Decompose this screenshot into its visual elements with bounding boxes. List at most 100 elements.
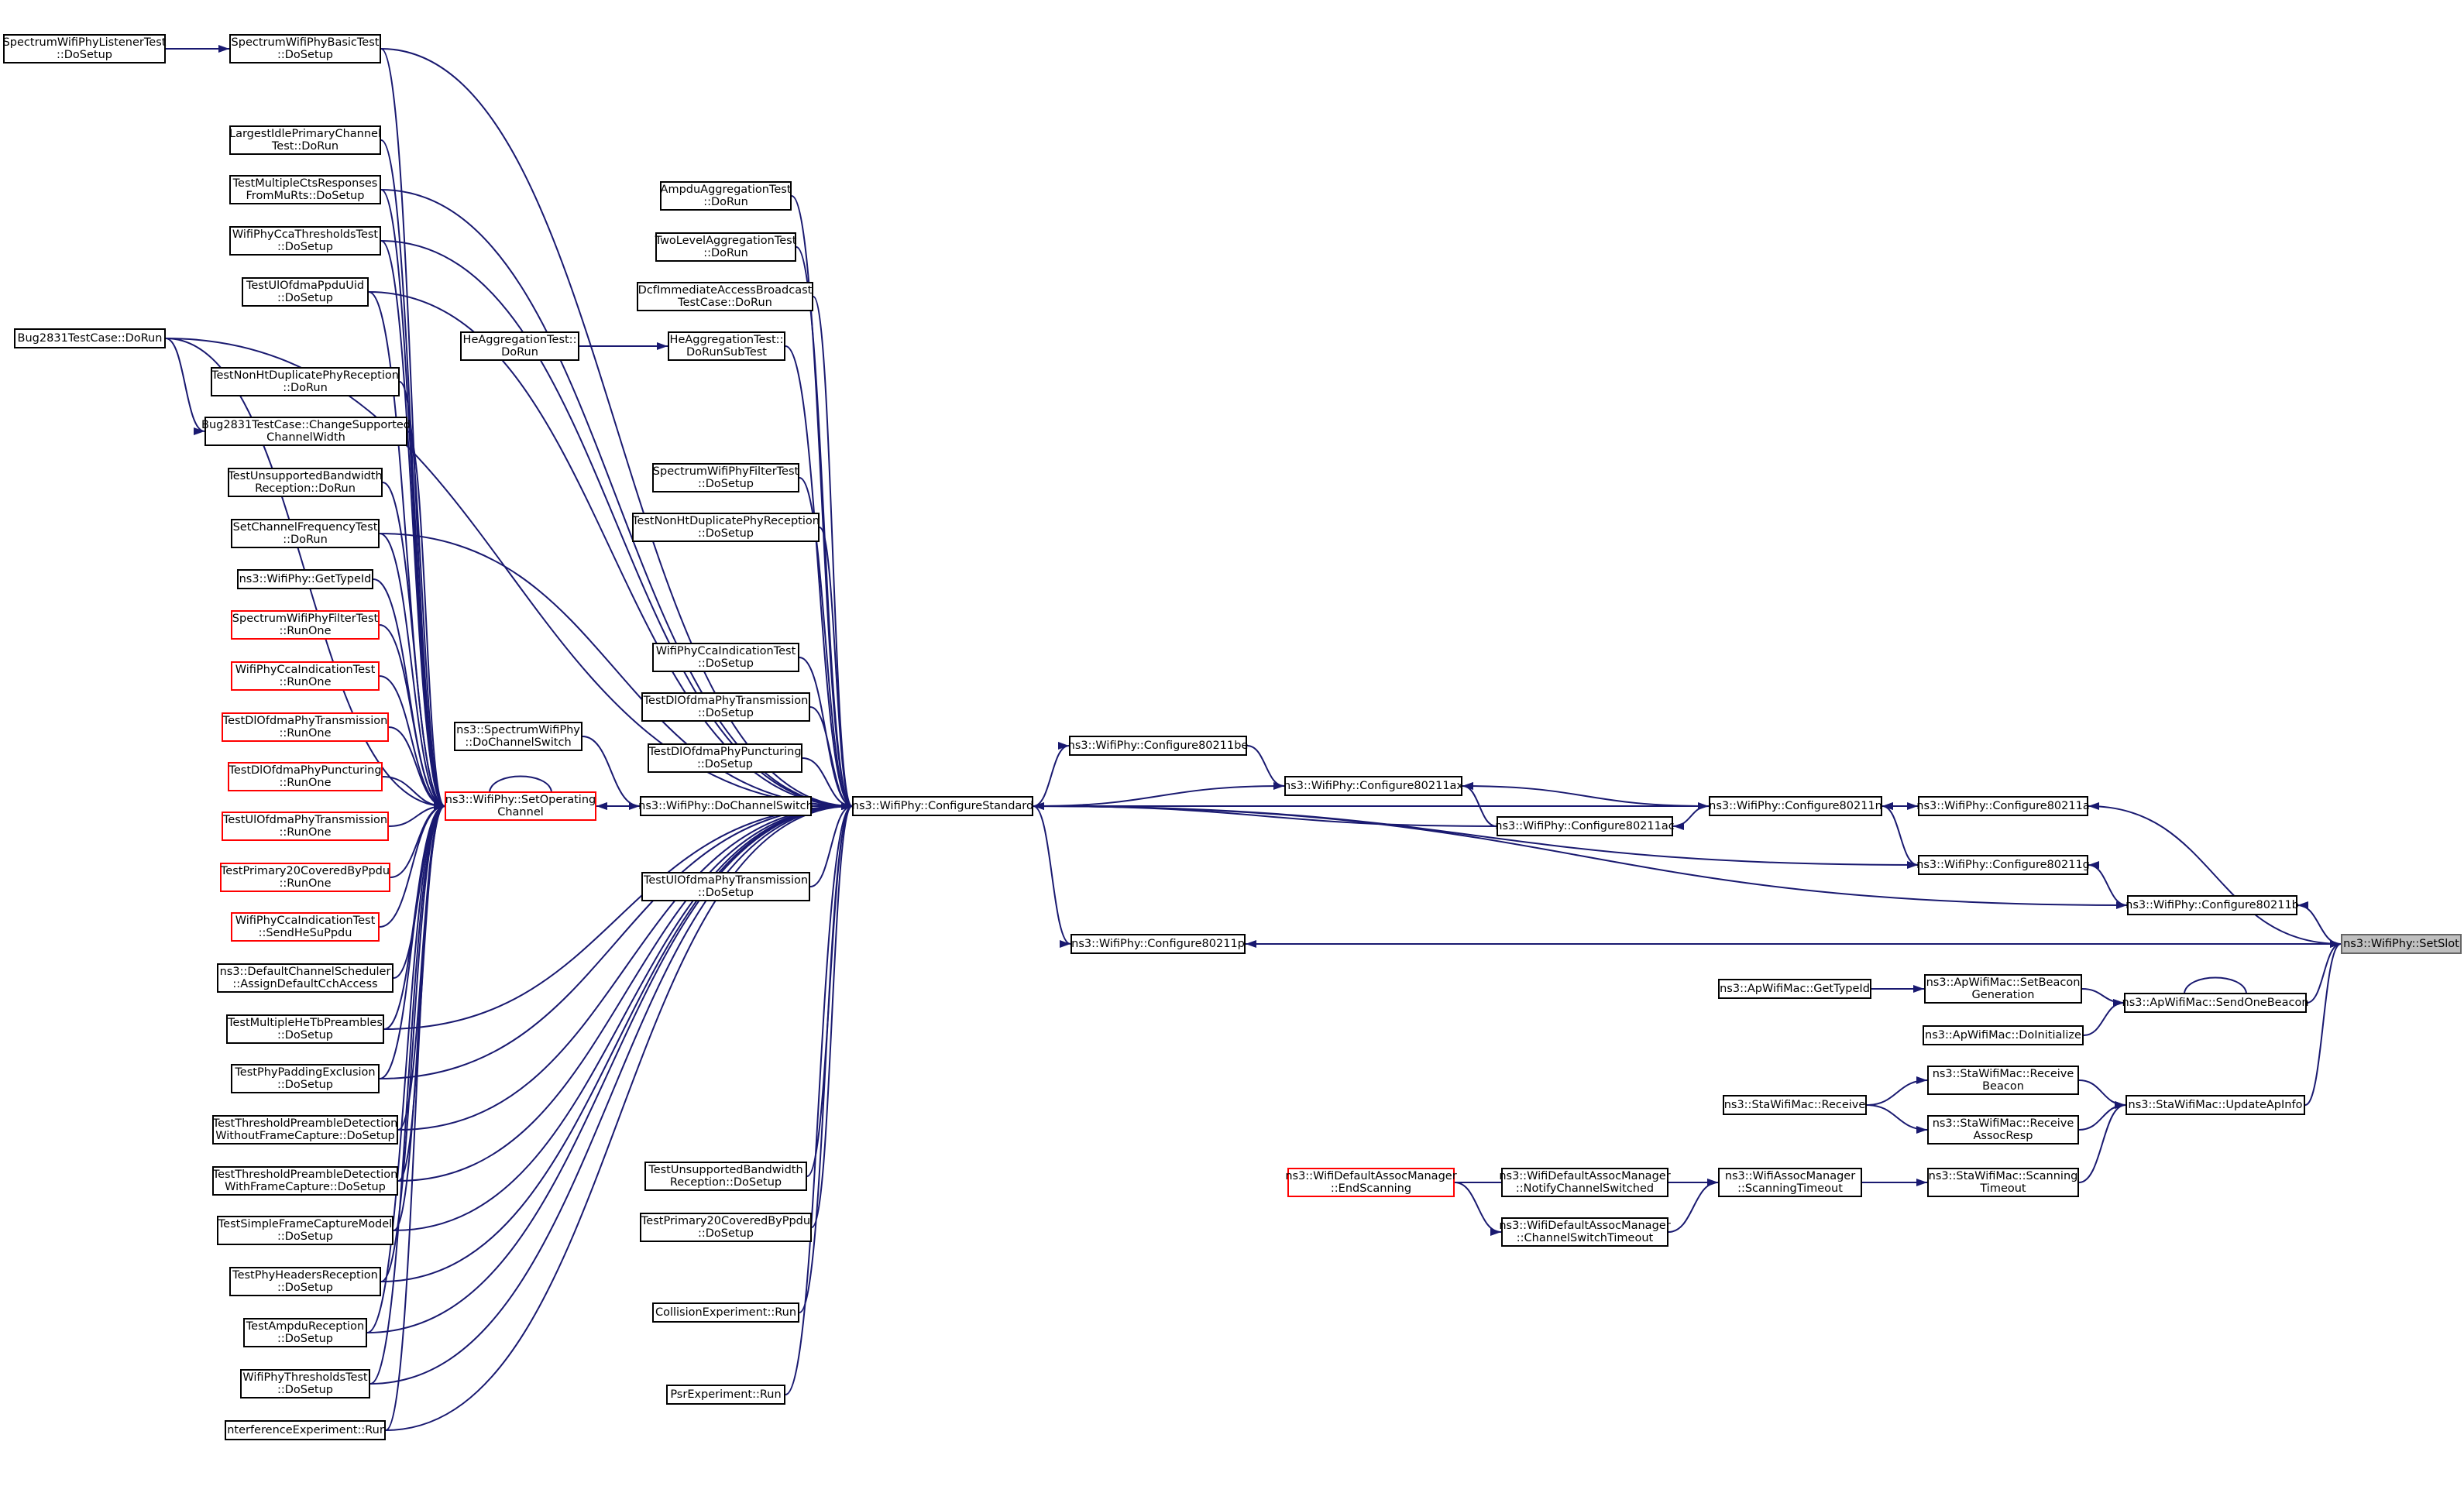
node-label-line: SpectrumWifiPhyBasicTest	[231, 36, 380, 49]
n_cfg_p[interactable]: ns3::WifiPhy::Configure80211p	[1070, 934, 1246, 954]
n_default_assoc_chswitch[interactable]: ns3::WifiDefaultAssocManager::ChannelSwi…	[1499, 1217, 1671, 1247]
n_ap_doinit[interactable]: ns3::ApWifiMac::DoInitialize	[1923, 1025, 2084, 1045]
n_wifiphy_gettypeid[interactable]: ns3::WifiPhy::GetTypeId	[237, 569, 373, 589]
edge-arrowhead	[2297, 901, 2308, 909]
n_ul_ofdma_ppdu_uid[interactable]: TestUlOfdmaPpduUid::DoSetup	[242, 277, 369, 307]
n_two_level_agg[interactable]: TwoLevelAggregationTest::DoRun	[655, 232, 796, 262]
call-edge	[366, 805, 445, 1333]
call-edge	[165, 338, 853, 807]
call-edge	[811, 805, 853, 1228]
n_default_chsched[interactable]: ns3::DefaultChannelScheduler::AssignDefa…	[217, 963, 393, 993]
n_phy_padding[interactable]: TestPhyPaddingExclusion::DoSetup	[231, 1064, 380, 1093]
n_phy_thresholds[interactable]: WifiPhyThresholdsTest::DoSetup	[240, 1369, 370, 1398]
n_ap_gettypeid[interactable]: ns3::ApWifiMac::GetTypeId	[1718, 979, 1871, 999]
node-label-line: SpectrumWifiPhyFilterTest	[652, 465, 799, 478]
edge-arrowhead	[2088, 861, 2099, 869]
edge-arrowhead	[1707, 1179, 1718, 1186]
n_spectrum_filter_dosetup[interactable]: SpectrumWifiPhyFilterTest::DoSetup	[652, 463, 799, 492]
n_assoc_scanning_timeout[interactable]: ns3::WifiAssocManager::ScanningTimeout	[1718, 1168, 1862, 1197]
edge-arrowhead	[841, 802, 852, 810]
edge-arrowhead	[1913, 985, 1924, 993]
n_dl_ofdma_tx_runone[interactable]: TestDlOfdmaPhyTransmission::RunOne	[222, 712, 389, 742]
call-edge	[785, 345, 853, 807]
node-label-line: ::NotifyChannelSwitched	[1515, 1182, 1655, 1195]
n_he_agg_dorun[interactable]: HeAggregationTest::DoRun	[460, 331, 579, 361]
call-edge	[1866, 1079, 1928, 1106]
n_spectrum_basic_dosetup[interactable]: SpectrumWifiPhyBasicTest::DoSetup	[229, 34, 381, 63]
n_psr_run[interactable]: PsrExperiment::Run	[666, 1385, 785, 1405]
n_ap_sendonebeacon[interactable]: ns3::ApWifiMac::SendOneBeacon	[2122, 993, 2309, 1013]
n_cca_sendhesu[interactable]: WifiPhyCcaIndicationTest::SendHeSuPpdu	[231, 912, 380, 942]
n_collision_run[interactable]: CollisionExperiment::Run	[652, 1302, 799, 1323]
node-label-line: ::AssignDefaultCchAccess	[232, 978, 378, 990]
n_ampdu_agg_dorun[interactable]: AmpduAggregationTest::DoRun	[660, 181, 792, 211]
node-label-line: ns3::WifiPhy::GetTypeId	[239, 573, 372, 585]
n_ampdu_reception[interactable]: TestAmpduReception::DoSetup	[243, 1318, 367, 1347]
n_cfg_n[interactable]: ns3::WifiPhy::Configure80211n	[1709, 796, 1882, 816]
node-label-line: ::DoSetup	[697, 1227, 754, 1240]
n_cca_indication_dosetup[interactable]: WifiPhyCcaIndicationTest::DoSetup	[652, 643, 799, 672]
call-edge	[380, 805, 445, 1282]
n_nonht_dup_dorun[interactable]: TestNonHtDuplicatePhyReception::DoRun	[211, 367, 400, 396]
n_dl_ofdma_tx_dosetup[interactable]: TestDlOfdmaPhyTransmission::DoSetup	[641, 692, 810, 722]
n_cca_indication_runone[interactable]: WifiPhyCcaIndicationTest::RunOne	[231, 661, 380, 691]
n_wifiphy_dochswitch[interactable]: ns3::WifiPhy::DoChannelSwitch	[638, 796, 813, 816]
node-label-line: ::DoSetup	[277, 1230, 333, 1243]
n_cfg_a[interactable]: ns3::WifiPhy::Configure80211a	[1916, 796, 2090, 816]
n_spectrum_listener_dosetup[interactable]: SpectrumWifiPhyListenerTest::DoSetup	[3, 34, 166, 63]
n_primary20_dosetup[interactable]: TestPrimary20CoveredByPpdu::DoSetup	[640, 1213, 812, 1242]
n_configure_standard[interactable]: ns3::WifiPhy::ConfigureStandard	[852, 796, 1033, 816]
n_cfg_ac[interactable]: ns3::WifiPhy::Configure80211ac	[1495, 816, 1675, 836]
node-label-line: ns3::StaWifiMac::UpdateApInfo	[2128, 1099, 2303, 1111]
n_cfg_g[interactable]: ns3::WifiPhy::Configure80211g	[1916, 855, 2090, 875]
node-label-line: HeAggregationTest::	[462, 334, 577, 346]
node-label-line: WithoutFrameCapture::DoSetup	[215, 1130, 395, 1142]
node-label-line: ns3::WifiPhy::ConfigureStandard	[851, 800, 1034, 812]
n_cfg_b[interactable]: ns3::WifiPhy::Configure80211b	[2126, 895, 2299, 915]
call-edge	[2304, 943, 2342, 1106]
n_primary20_runone[interactable]: TestPrimary20CoveredByPpdu::RunOne	[220, 863, 390, 892]
n_default_assoc_notify[interactable]: ns3::WifiDefaultAssocManager::NotifyChan…	[1499, 1168, 1671, 1197]
call-edge	[380, 139, 445, 807]
n_sta_update_apinfo[interactable]: ns3::StaWifiMac::UpdateApInfo	[2126, 1095, 2305, 1115]
n_bug2831_dorun[interactable]: Bug2831TestCase::DoRun	[14, 328, 166, 348]
n_nonht_dup_dosetup[interactable]: TestNonHtDuplicatePhyReception::DoSetup	[632, 513, 820, 542]
node-label-line: TwoLevelAggregationTest	[655, 235, 797, 247]
n_ul_ofdma_tx_runone[interactable]: TestUlOfdmaPhyTransmission::RunOne	[222, 812, 389, 841]
n_multiple_hetb[interactable]: TestMultipleHeTbPreambles::DoSetup	[226, 1014, 384, 1044]
node-label-line: TestUlOfdmaPhyTransmission	[643, 874, 809, 887]
n_cfg_ax[interactable]: ns3::WifiPhy::Configure80211ax	[1284, 776, 1463, 796]
n_cca_thresholds[interactable]: WifiPhyCcaThresholdsTest::DoSetup	[229, 226, 381, 256]
n_phy_headers[interactable]: TestPhyHeadersReception::DoSetup	[229, 1267, 381, 1296]
n_default_assoc_endscan[interactable]: ns3::WifiDefaultAssocManager::EndScannin…	[1285, 1168, 1457, 1197]
n_simple_frame_capture[interactable]: TestSimpleFrameCaptureModel::DoSetup	[217, 1216, 393, 1245]
n_interference_run[interactable]: InterferenceExperiment::Run	[224, 1420, 387, 1440]
n_cfg_be[interactable]: ns3::WifiPhy::Configure80211be	[1068, 736, 1248, 756]
n_spectrum_dochswitch[interactable]: ns3::SpectrumWifiPhy::DoChannelSwitch	[454, 722, 582, 751]
n_he_agg_dorunsub[interactable]: HeAggregationTest::DoRunSubTest	[668, 331, 785, 361]
node-label-line: FromMuRts::DoSetup	[246, 190, 365, 202]
edge-arrowhead	[1462, 782, 1473, 790]
node-label-line: ns3::StaWifiMac::Receive	[1932, 1117, 2074, 1130]
n_dl_ofdma_punct_dosetup[interactable]: TestDlOfdmaPhyPuncturing::DoSetup	[648, 743, 802, 773]
n_setslot[interactable]: ns3::WifiPhy::SetSlot	[2341, 934, 2462, 954]
n_ul_ofdma_tx_dosetup[interactable]: TestUlOfdmaPhyTransmission::DoSetup	[641, 872, 810, 901]
n_dl_ofdma_punct_runone[interactable]: TestDlOfdmaPhyPuncturing::RunOne	[228, 762, 383, 791]
n_spectrum_filter_runone[interactable]: SpectrumWifiPhyFilterTest::RunOne	[231, 610, 380, 640]
n_sta_receive[interactable]: ns3::StaWifiMac::Receive	[1723, 1095, 1867, 1115]
n_set_channel_freq[interactable]: SetChannelFrequencyTest::DoRun	[231, 519, 380, 548]
